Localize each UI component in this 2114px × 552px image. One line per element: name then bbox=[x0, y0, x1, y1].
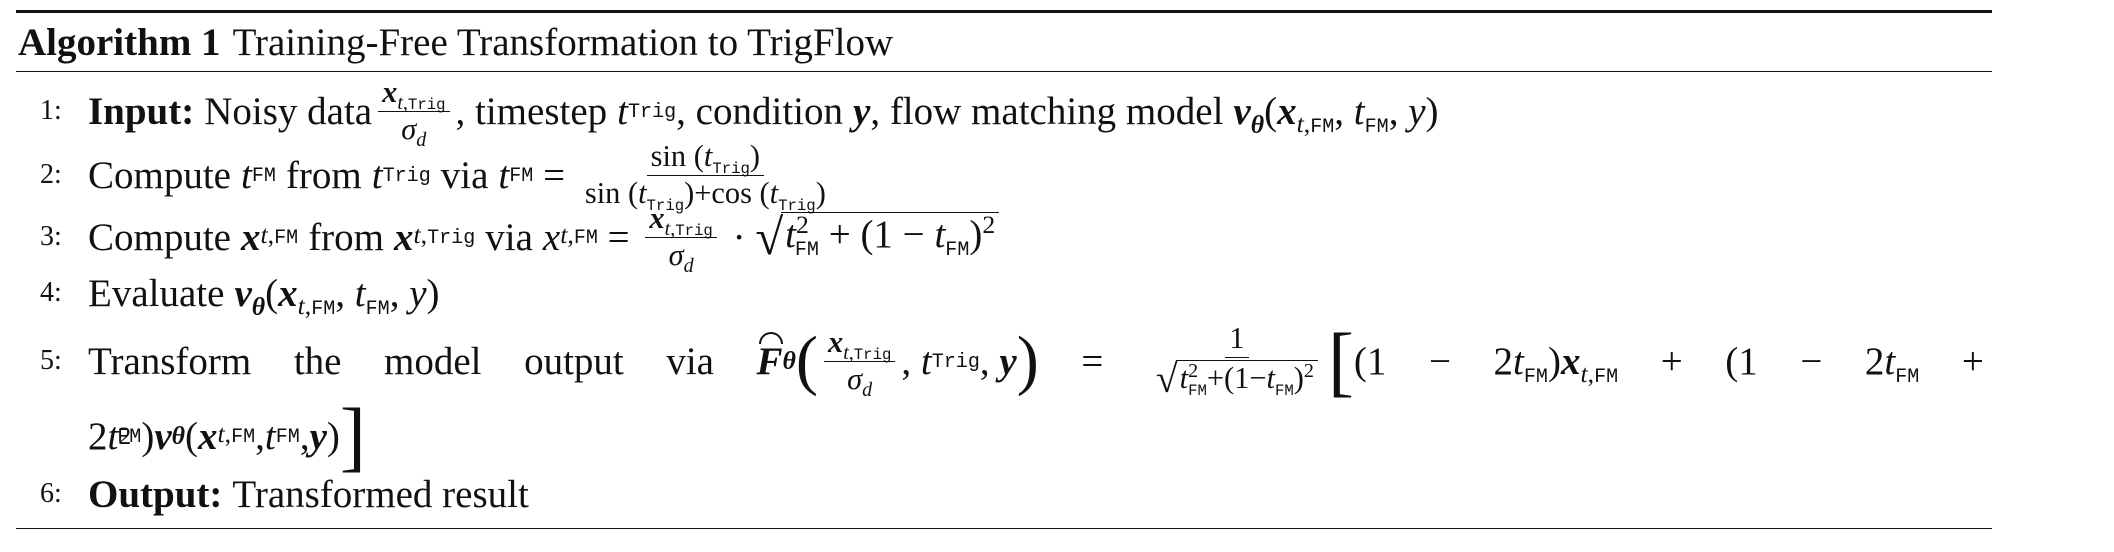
step-text: model bbox=[384, 339, 482, 383]
step-number: 1: bbox=[40, 95, 62, 126]
step-1: 1: Input: Noisy data xt,Trig σd , timest… bbox=[40, 74, 1439, 151]
step-text: , timestep bbox=[455, 89, 608, 133]
step-number: 4: bbox=[40, 277, 62, 308]
step-text: Transform bbox=[88, 339, 252, 383]
step-text: Transformed result bbox=[232, 472, 529, 516]
step-text: Compute bbox=[88, 153, 231, 197]
step-keyword: Output: bbox=[88, 472, 223, 516]
step-text: , condition bbox=[676, 89, 843, 133]
step-text: from bbox=[285, 153, 362, 197]
step-text: Compute bbox=[88, 215, 231, 259]
step-text: via bbox=[485, 215, 533, 259]
math-sqrt: √ t2FM + (1 − tFM)2 bbox=[755, 211, 1000, 263]
step-text: output bbox=[524, 339, 624, 383]
step-text: from bbox=[308, 215, 384, 259]
step-text: via bbox=[666, 339, 714, 383]
algorithm-block: Algorithm 1 Training-Free Transformation… bbox=[16, 10, 1992, 529]
step-6: 6: Output: Transformed result bbox=[16, 468, 1992, 520]
math-fraction: sin (tTrig) sin (tTrig)+cos (tTrig) bbox=[584, 138, 826, 215]
algorithm-title: Training-Free Transformation to TrigFlow bbox=[232, 20, 894, 64]
step-text: via bbox=[440, 153, 489, 197]
step-keyword: Input: bbox=[88, 89, 195, 133]
algorithm-header: Algorithm 1 Training-Free Transformation… bbox=[16, 13, 1992, 71]
step-number: 3: bbox=[40, 221, 62, 252]
header-rule bbox=[16, 71, 1992, 72]
step-text: , flow matching model bbox=[870, 89, 1224, 133]
step-text: Noisy data bbox=[204, 89, 373, 133]
step-text: the bbox=[293, 339, 342, 383]
bottom-rule bbox=[16, 528, 1992, 529]
step-4: 4: Evaluate vθ(xt,FM, tFM, y) bbox=[16, 268, 1992, 322]
top-rule bbox=[16, 10, 1992, 13]
math-fraction: xt,Trig σd bbox=[645, 202, 717, 276]
step-text: Evaluate bbox=[88, 271, 225, 315]
math-expression: vθ(xt,FM, tFM, y) bbox=[234, 271, 440, 322]
algorithm-label: Algorithm 1 bbox=[18, 20, 221, 64]
math-expression: vθ(xt,FM, tFM, y) bbox=[1233, 89, 1439, 140]
math-expression: 1 √t2FM+(1−tFM)2 [(1 bbox=[1155, 317, 1387, 404]
step-number: 2: bbox=[40, 159, 62, 190]
step-number: 6: bbox=[40, 478, 62, 509]
math-fraction: xt,Trig σd bbox=[378, 76, 450, 150]
step-number: 5: bbox=[40, 345, 62, 376]
algorithm-steps: 1: Input: Noisy data xt,Trig σd , timest… bbox=[16, 74, 1992, 520]
